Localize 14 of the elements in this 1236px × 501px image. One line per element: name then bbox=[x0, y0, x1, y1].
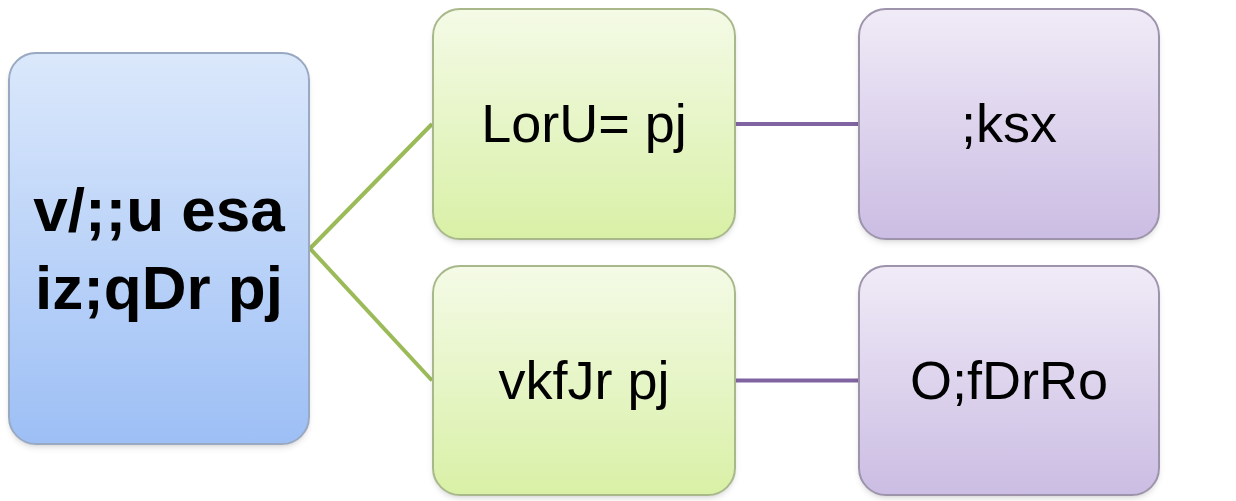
topic-box bbox=[8, 52, 310, 445]
node-label: O;fDrRo bbox=[910, 348, 1108, 412]
connector-line bbox=[736, 122, 858, 126]
connector-line bbox=[736, 378, 858, 383]
connector-line bbox=[308, 247, 434, 382]
node-label: LorU= pj bbox=[481, 92, 687, 156]
node-label: vkfJr pj bbox=[498, 348, 670, 412]
category-box bbox=[432, 265, 736, 496]
example-box bbox=[858, 8, 1160, 240]
node-label: v/;;u esa iz;qDr pj bbox=[32, 174, 286, 324]
connector-line bbox=[308, 122, 434, 250]
example-box bbox=[858, 265, 1160, 496]
category-box bbox=[432, 8, 736, 240]
node-label: ;ksx bbox=[961, 92, 1057, 156]
